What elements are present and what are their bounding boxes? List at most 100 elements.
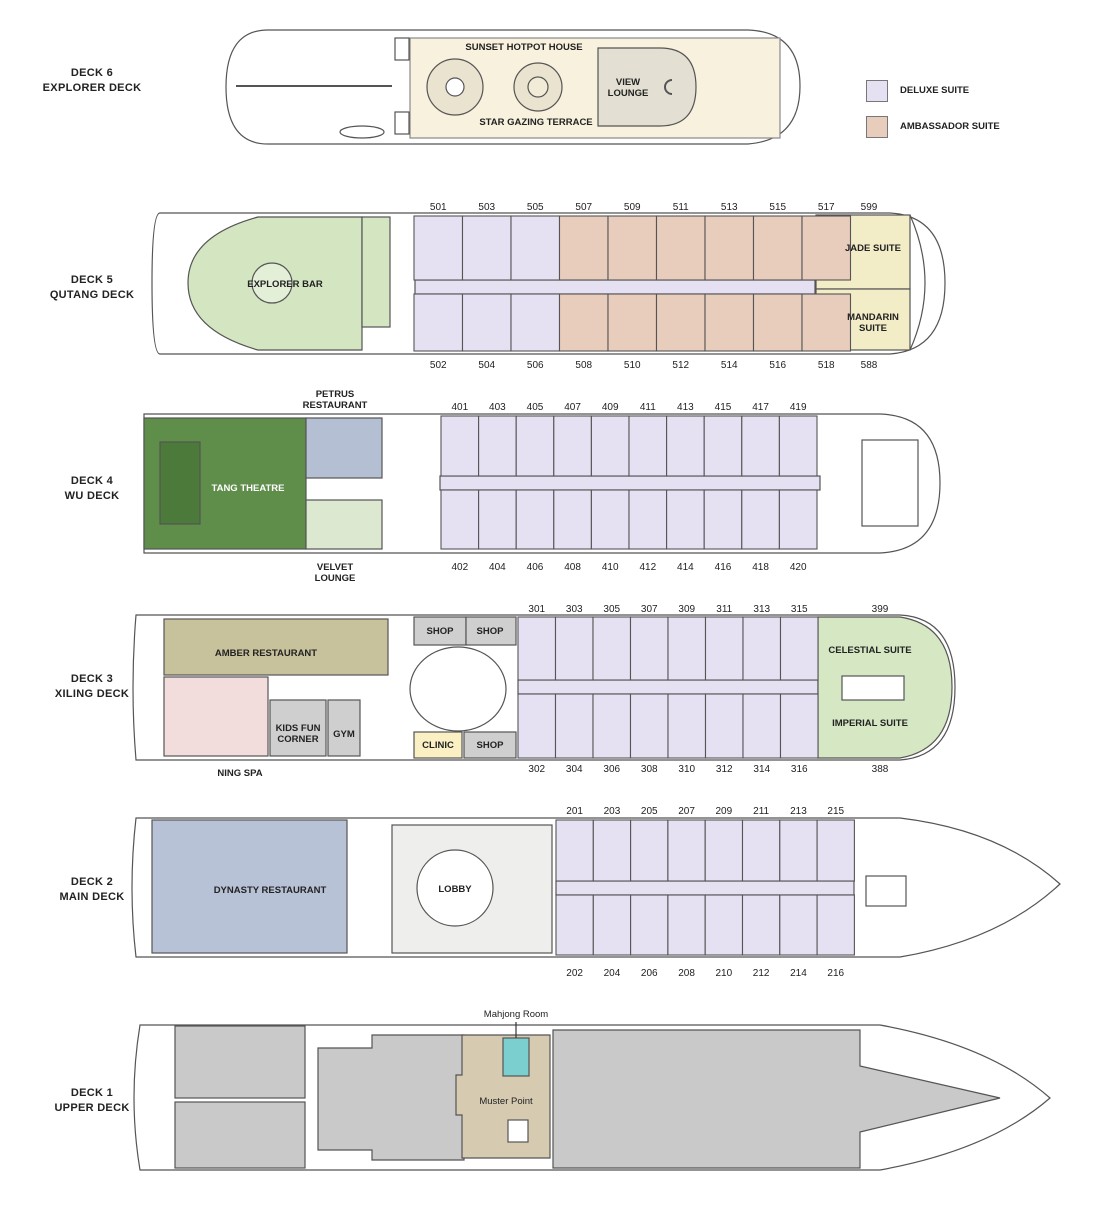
legend-label-deluxe: DELUXE SUITE [900, 85, 970, 96]
corridor [517, 679, 819, 695]
ning-spa-label: NING SPA [217, 768, 262, 779]
cabin-room [655, 293, 706, 352]
shop-2 [465, 616, 517, 646]
amber-restaurant [163, 618, 389, 676]
cabin-number: 403 [489, 402, 506, 413]
lounge-seat-icon [664, 79, 673, 95]
cabin-room [703, 415, 743, 477]
cabin-number: 508 [575, 360, 592, 371]
clinic-label: CLINIC [422, 740, 454, 751]
cabin-room [478, 489, 517, 550]
cabin-number: 419 [790, 402, 807, 413]
cabin-number: 206 [641, 968, 658, 979]
cabin-room [592, 894, 632, 956]
cabin-room [592, 819, 632, 882]
cabin-number: 205 [641, 806, 658, 817]
shop-3 [463, 731, 517, 759]
view-lounge [597, 47, 697, 127]
cabin-room [741, 819, 781, 882]
cabin-number: 412 [639, 562, 656, 573]
cabin-room [517, 616, 557, 681]
cabin-room [510, 215, 561, 281]
dynasty-restaurant-label: DYNASTY RESTAURANT [214, 885, 327, 896]
tang-theatre-label: TANG THEATRE [211, 483, 284, 494]
corridor [414, 279, 816, 295]
cabin-number: 512 [672, 360, 689, 371]
cabin-number: 504 [478, 360, 495, 371]
deck-2-label: DECK 2 MAIN DECK [22, 875, 162, 905]
cabin-room [816, 819, 855, 882]
cabin-number: 505 [527, 202, 544, 213]
cabin-number: 309 [678, 604, 695, 615]
cabin-room [461, 215, 512, 281]
cabin-room [779, 819, 818, 882]
cabin-number: 304 [566, 764, 583, 775]
cabin-number: 313 [753, 604, 770, 615]
cabin-room [779, 693, 819, 759]
cabin-number: 408 [564, 562, 581, 573]
cabin-number: 420 [790, 562, 807, 573]
cabin-number: 214 [790, 968, 807, 979]
mahjong-room-area [502, 1037, 530, 1077]
stair [394, 37, 410, 61]
cabin-room [515, 489, 555, 550]
mahjong-room-label: Mahjong Room [484, 1009, 549, 1020]
cabin-number: 409 [602, 402, 619, 413]
cabin-room [629, 693, 669, 759]
cabin-room [628, 489, 668, 550]
deck-number: DECK 4 [70, 475, 114, 487]
cabin-room [752, 215, 803, 281]
cabin-room [741, 894, 781, 956]
cabin-room [558, 293, 609, 352]
cabin-room [554, 693, 594, 759]
cabin-number: 306 [603, 764, 620, 775]
cabin-room [413, 293, 464, 352]
cabin-room [704, 215, 755, 281]
petrus-label-1: PETRUS [316, 389, 355, 400]
cabin-number: 310 [678, 764, 695, 775]
cabin-room [667, 819, 706, 882]
dynasty-restaurant [151, 819, 348, 954]
cabin-number: 207 [678, 806, 695, 817]
cabin-number: 215 [827, 806, 844, 817]
bow-stair [861, 439, 919, 527]
cabin-number: 502 [430, 360, 447, 371]
atrium [409, 646, 507, 732]
cabin-room [816, 894, 855, 956]
cabin-number: 510 [624, 360, 641, 371]
deck-1-plan [133, 1022, 1051, 1171]
storage [552, 1029, 1001, 1169]
velvet-lounge [305, 499, 383, 550]
cabin-number: 414 [677, 562, 694, 573]
cabin-room [510, 293, 561, 352]
velvet-lounge-label-2: LOUNGE [315, 573, 356, 584]
cabin-number: 405 [527, 402, 544, 413]
storage [174, 1025, 306, 1099]
kids-corner-label-1: KIDS FUN [276, 723, 321, 734]
cabin-number: 216 [827, 968, 844, 979]
gym-room [327, 699, 361, 757]
deck-number: DECK 6 [70, 67, 114, 79]
cabin-room [741, 415, 780, 477]
stargazing-table-inner [527, 76, 549, 98]
cabin-number: 302 [528, 764, 545, 775]
suite-stair [841, 675, 905, 701]
stair [507, 1119, 529, 1143]
cabin-room [555, 819, 594, 882]
cabin-number: 402 [451, 562, 468, 573]
cabin-number: 315 [791, 604, 808, 615]
cabin-number: 410 [602, 562, 619, 573]
cabin-number: 208 [678, 968, 695, 979]
cabin-number: 588 [861, 360, 878, 371]
shop-label-3: SHOP [477, 740, 505, 751]
cabin-number: 212 [753, 968, 770, 979]
shop-1 [413, 616, 467, 646]
cabin-number: 204 [604, 968, 621, 979]
cabin-room [607, 215, 658, 281]
cabin-number: 509 [624, 202, 641, 213]
lifeboat [339, 125, 385, 139]
cabin-room [592, 693, 632, 759]
cabin-number: 501 [430, 202, 447, 213]
deck-name: EXPLORER DECK [42, 82, 142, 94]
cabin-number: 511 [673, 202, 689, 213]
